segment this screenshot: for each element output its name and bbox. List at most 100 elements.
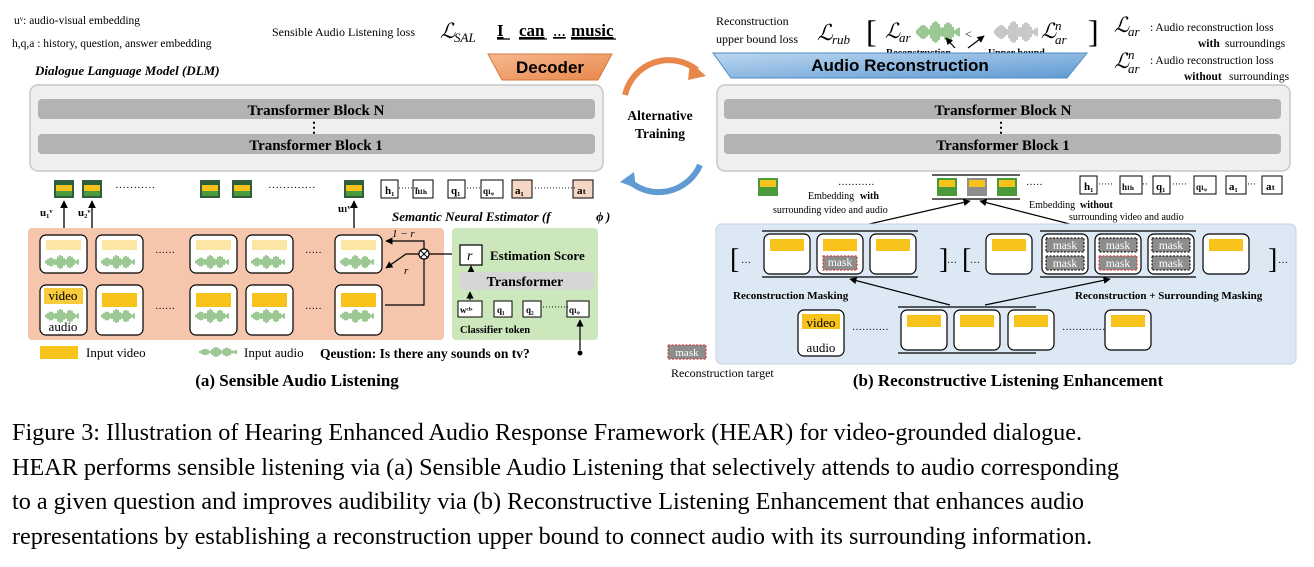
svg-text:⋮: ⋮ xyxy=(994,121,1008,136)
legend-lar-1: : Audio reconstruction loss xyxy=(1150,22,1274,34)
caption-line-2: HEAR performs sensible listening via (a)… xyxy=(12,453,1120,481)
legend-larn-2: surroundings xyxy=(1229,71,1290,83)
audio-wave-icon xyxy=(195,255,229,269)
svg-text:mask: mask xyxy=(1106,240,1131,252)
embedding-without-2: surrounding video and audio xyxy=(1069,212,1184,223)
svg-text:n: n xyxy=(1055,18,1062,33)
embedding-without-1: Embedding xyxy=(1029,200,1075,211)
text-tokens-left: h₁ hₗₕ q₁ qₗᵩ a₁ aₜ ······· ····· ······… xyxy=(380,179,594,199)
audio-wave-icon xyxy=(340,255,374,269)
transformer-block-1-right xyxy=(724,134,1281,154)
sne-phi: ϕ xyxy=(596,209,604,224)
svg-text:·············: ············· xyxy=(268,182,316,194)
svg-text:qₗᵩ: qₗᵩ xyxy=(483,186,495,196)
audio-wave-icon xyxy=(916,21,960,43)
svg-text:…: … xyxy=(741,255,751,266)
svg-text:hₗₕ: hₗₕ xyxy=(415,186,428,196)
sne-label: Semantic Neural Estimator (f xyxy=(392,209,552,224)
svg-text:…: … xyxy=(1278,255,1288,266)
svg-text:]: ] xyxy=(1088,13,1099,49)
svg-text:q₂: q₂ xyxy=(526,305,534,315)
svg-text:···········: ··········· xyxy=(852,325,889,336)
mask-target-swatch xyxy=(667,344,707,360)
svg-text:video: video xyxy=(49,288,78,303)
svg-text:·····: ····· xyxy=(1172,179,1187,189)
svg-text:Transformer Block N: Transformer Block N xyxy=(935,103,1072,119)
reconstruction-target-label: Reconstruction target xyxy=(671,366,774,380)
svg-text:Transformer Block 1: Transformer Block 1 xyxy=(936,138,1070,154)
decoder-label: Decoder xyxy=(516,58,584,77)
transformer-block-n-label: Transformer Block N xyxy=(248,103,385,119)
alt-training-2: Training xyxy=(635,126,685,141)
figure-caption: Figure 3: Illustration of Hearing Enhanc… xyxy=(12,416,1308,554)
svg-text:]: ] xyxy=(1268,244,1277,275)
score-box xyxy=(459,244,483,266)
sal-loss-text: Sensible Audio Listening loss xyxy=(272,25,415,39)
video-label-right: video xyxy=(807,315,836,330)
reconstruction-wave xyxy=(916,21,960,43)
svg-text:qₗᵩ: qₗᵩ xyxy=(569,305,581,315)
svg-text:··: ·· xyxy=(1142,179,1148,189)
estimation-score-label: Estimation Score xyxy=(490,248,585,263)
alt-training-1: Alternative xyxy=(627,108,692,123)
transformer-block-n xyxy=(38,99,595,119)
audio-wave-icon xyxy=(251,309,285,323)
svg-text:ar: ar xyxy=(1128,61,1141,76)
legend-lar-2: surroundings xyxy=(1225,38,1286,50)
svg-text:·····: ····· xyxy=(305,304,322,315)
decoder-block xyxy=(487,53,613,81)
svg-text:·······: ······· xyxy=(398,183,419,193)
sal-word-4: music xyxy=(571,21,614,40)
svg-text:wᶜˡˢ: wᶜˡˢ xyxy=(460,305,472,315)
svg-text:qₗᵩ: qₗᵩ xyxy=(1196,182,1208,192)
audio-wave-icon xyxy=(45,309,79,323)
legend-larn-without: without xyxy=(1184,71,1222,83)
masking-cards-right: mask mask mask mask mask mask xyxy=(985,230,1250,278)
embedding-with-bold: with xyxy=(860,191,879,202)
svg-text:aₜ: aₜ xyxy=(1266,181,1276,193)
legend-input-video: Input video xyxy=(86,345,146,360)
legend-video-swatch xyxy=(40,346,78,359)
question-text: Qeustion: Is there any sounds on tv? xyxy=(320,346,530,361)
u1-label: u₁ᵛ xyxy=(40,207,53,219)
vdots-left: ⋮ xyxy=(307,121,321,136)
svg-text:mask: mask xyxy=(828,257,853,269)
caption-line-4: representations by establishing a recons… xyxy=(12,522,1093,550)
svg-text:mask: mask xyxy=(1159,258,1184,270)
audio-wave-icon xyxy=(251,255,285,269)
transformer-block-n-right xyxy=(724,99,1281,119)
legend-larn-1: : Audio reconstruction loss xyxy=(1150,55,1274,67)
svg-text:mask: mask xyxy=(1159,240,1184,252)
svg-text:······: ······ xyxy=(155,304,175,315)
legend-input-audio: Input audio xyxy=(244,345,304,360)
hear-framework-diagram: uᵛ: audio-visual embedding h,q,a : histo… xyxy=(12,13,1297,390)
svg-text:aₜ: aₜ xyxy=(577,185,587,197)
svg-text:ℒ: ℒ xyxy=(1114,13,1130,37)
legend-hqa: h,q,a : history, question, answer embedd… xyxy=(12,38,212,50)
svg-text:…: … xyxy=(970,255,980,266)
embedding-row-right: ··········· ····· xyxy=(758,174,1043,200)
svg-text:······: ······ xyxy=(155,248,175,259)
rub-sub: rub xyxy=(832,32,851,47)
audio-wave-icon xyxy=(101,255,135,269)
classifier-input-tokens: wᶜˡˢ q₁ q₂ qₗᵩ ········· xyxy=(457,300,590,318)
svg-text:mask: mask xyxy=(1106,258,1131,270)
audio-label-left: audio xyxy=(49,319,78,334)
svg-text:·····: ····· xyxy=(466,183,481,193)
r-label: r xyxy=(404,265,409,277)
audio-wave-icon xyxy=(45,255,79,269)
legend-lar-with: with xyxy=(1198,38,1220,50)
transformer-block-1-label: Transformer Block 1 xyxy=(249,138,383,154)
sal-loss-symbol: ℒ xyxy=(440,19,456,43)
audio-wave-icon xyxy=(199,347,237,357)
masking-cards-left: mask xyxy=(763,233,917,275)
svg-text:h₁: h₁ xyxy=(1084,181,1093,193)
rub-text-2: upper bound loss xyxy=(716,32,798,46)
text-tokens-right: h₁ hₗₕ q₁ qₗᵩ a₁ aₜ ····· ·· ····· ··· xyxy=(1079,175,1283,195)
embedding-with-1: Embedding xyxy=(808,191,854,202)
svg-text:mask: mask xyxy=(675,347,699,359)
lar-symbol-1: ℒ xyxy=(885,19,901,43)
embedding-with-2: surrounding video and audio xyxy=(773,205,888,216)
svg-text:·····: ····· xyxy=(1098,179,1113,189)
lar-symbol-2: ℒ xyxy=(1041,19,1057,43)
